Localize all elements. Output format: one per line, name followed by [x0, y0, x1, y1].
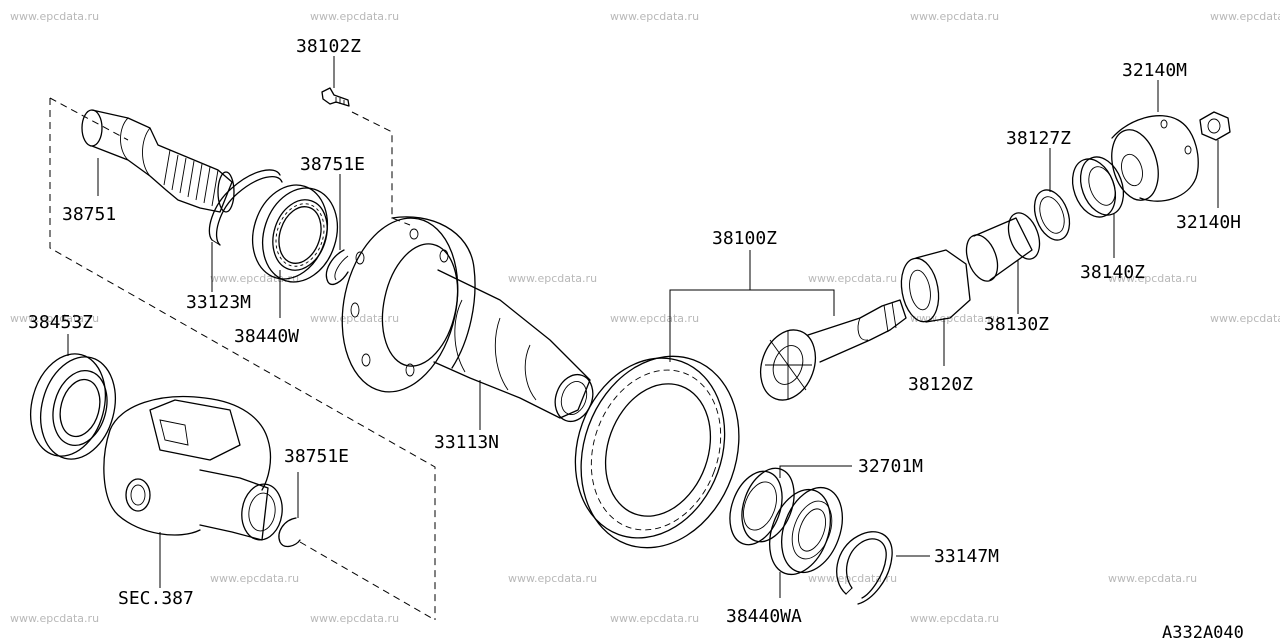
watermark: www.epcdata.ru — [610, 10, 699, 23]
watermark: www.epcdata.ru — [310, 312, 399, 325]
label-sec387: SEC.387 — [118, 588, 194, 609]
label-32140h: 32140H — [1176, 212, 1241, 233]
watermark: www.epcdata.ru — [1210, 312, 1280, 325]
watermark: www.epcdata.ru — [10, 312, 99, 325]
watermark: www.epcdata.ru — [808, 272, 897, 285]
bolt-38102z — [321, 87, 350, 107]
label-38751e-top: 38751E — [300, 154, 365, 175]
bearing-38453z — [30, 353, 116, 460]
drive-pinion-38100z — [759, 299, 907, 401]
label-32701m: 32701M — [858, 456, 923, 477]
bearing-38440w — [252, 184, 338, 283]
watermark: www.epcdata.ru — [910, 312, 999, 325]
watermark: www.epcdata.ru — [10, 612, 99, 625]
label-38130z: 38130Z — [984, 314, 1049, 335]
seal-38751e-top — [325, 249, 349, 286]
assembly-outline — [49, 97, 436, 621]
watermark: www.epcdata.ru — [508, 272, 597, 285]
companion-flange-32140m — [1111, 115, 1199, 202]
watermark: www.epcdata.ru — [1108, 272, 1197, 285]
watermark: www.epcdata.ru — [310, 612, 399, 625]
label-33113n: 33113N — [434, 432, 499, 453]
snap-ring-33123m — [208, 169, 283, 246]
watermark: www.epcdata.ru — [910, 10, 999, 23]
label-38102z: 38102Z — [296, 36, 361, 57]
nut-32140h — [1199, 111, 1231, 141]
watermark-layer: www.epcdata.ru www.epcdata.ru www.epcdat… — [10, 10, 1280, 625]
label-38140z: 38140Z — [1080, 262, 1145, 283]
watermark: www.epcdata.ru — [508, 572, 597, 585]
snap-ring-33147m — [836, 531, 893, 605]
watermark: www.epcdata.ru — [310, 10, 399, 23]
label-38751: 38751 — [62, 204, 116, 225]
watermark: www.epcdata.ru — [808, 572, 897, 585]
leader-lines — [67, 56, 1219, 598]
watermark: www.epcdata.ru — [610, 612, 699, 625]
watermark: www.epcdata.ru — [910, 612, 999, 625]
label-38100z: 38100Z — [712, 228, 777, 249]
label-32140m: 32140M — [1122, 60, 1187, 81]
side-shaft-38751 — [81, 109, 235, 213]
bearing-32701m — [729, 467, 795, 546]
bearing-38440wa — [769, 486, 843, 576]
seal-38751e-bottom — [278, 517, 301, 548]
label-38440wa: 38440WA — [726, 606, 802, 627]
watermark: www.epcdata.ru — [210, 272, 299, 285]
watermark: www.epcdata.ru — [1108, 572, 1197, 585]
part-labels: 38102Z 38751 38751E 33123M 38440W 38453Z… — [28, 36, 1244, 640]
label-33123m: 33123M — [186, 292, 251, 313]
bearing-38120z — [900, 249, 971, 323]
spacer-38130z — [965, 212, 1041, 282]
label-38120z: 38120Z — [908, 374, 973, 395]
label-38751e-bottom: 38751E — [284, 446, 349, 467]
diagram-code: A332A040 — [1162, 623, 1244, 640]
label-38440w: 38440W — [234, 326, 299, 347]
watermark: www.epcdata.ru — [1210, 10, 1280, 23]
label-33147m: 33147M — [934, 546, 999, 567]
seal-38140z — [1071, 156, 1125, 218]
label-38453z: 38453Z — [28, 312, 93, 333]
watermark: www.epcdata.ru — [610, 312, 699, 325]
ring-gear-38100z — [574, 355, 740, 549]
watermark: www.epcdata.ru — [210, 572, 299, 585]
label-38127z: 38127Z — [1006, 128, 1071, 149]
shim-38127z — [1033, 189, 1071, 241]
watermark: www.epcdata.ru — [10, 10, 99, 23]
differential-case-sec387 — [103, 395, 283, 541]
